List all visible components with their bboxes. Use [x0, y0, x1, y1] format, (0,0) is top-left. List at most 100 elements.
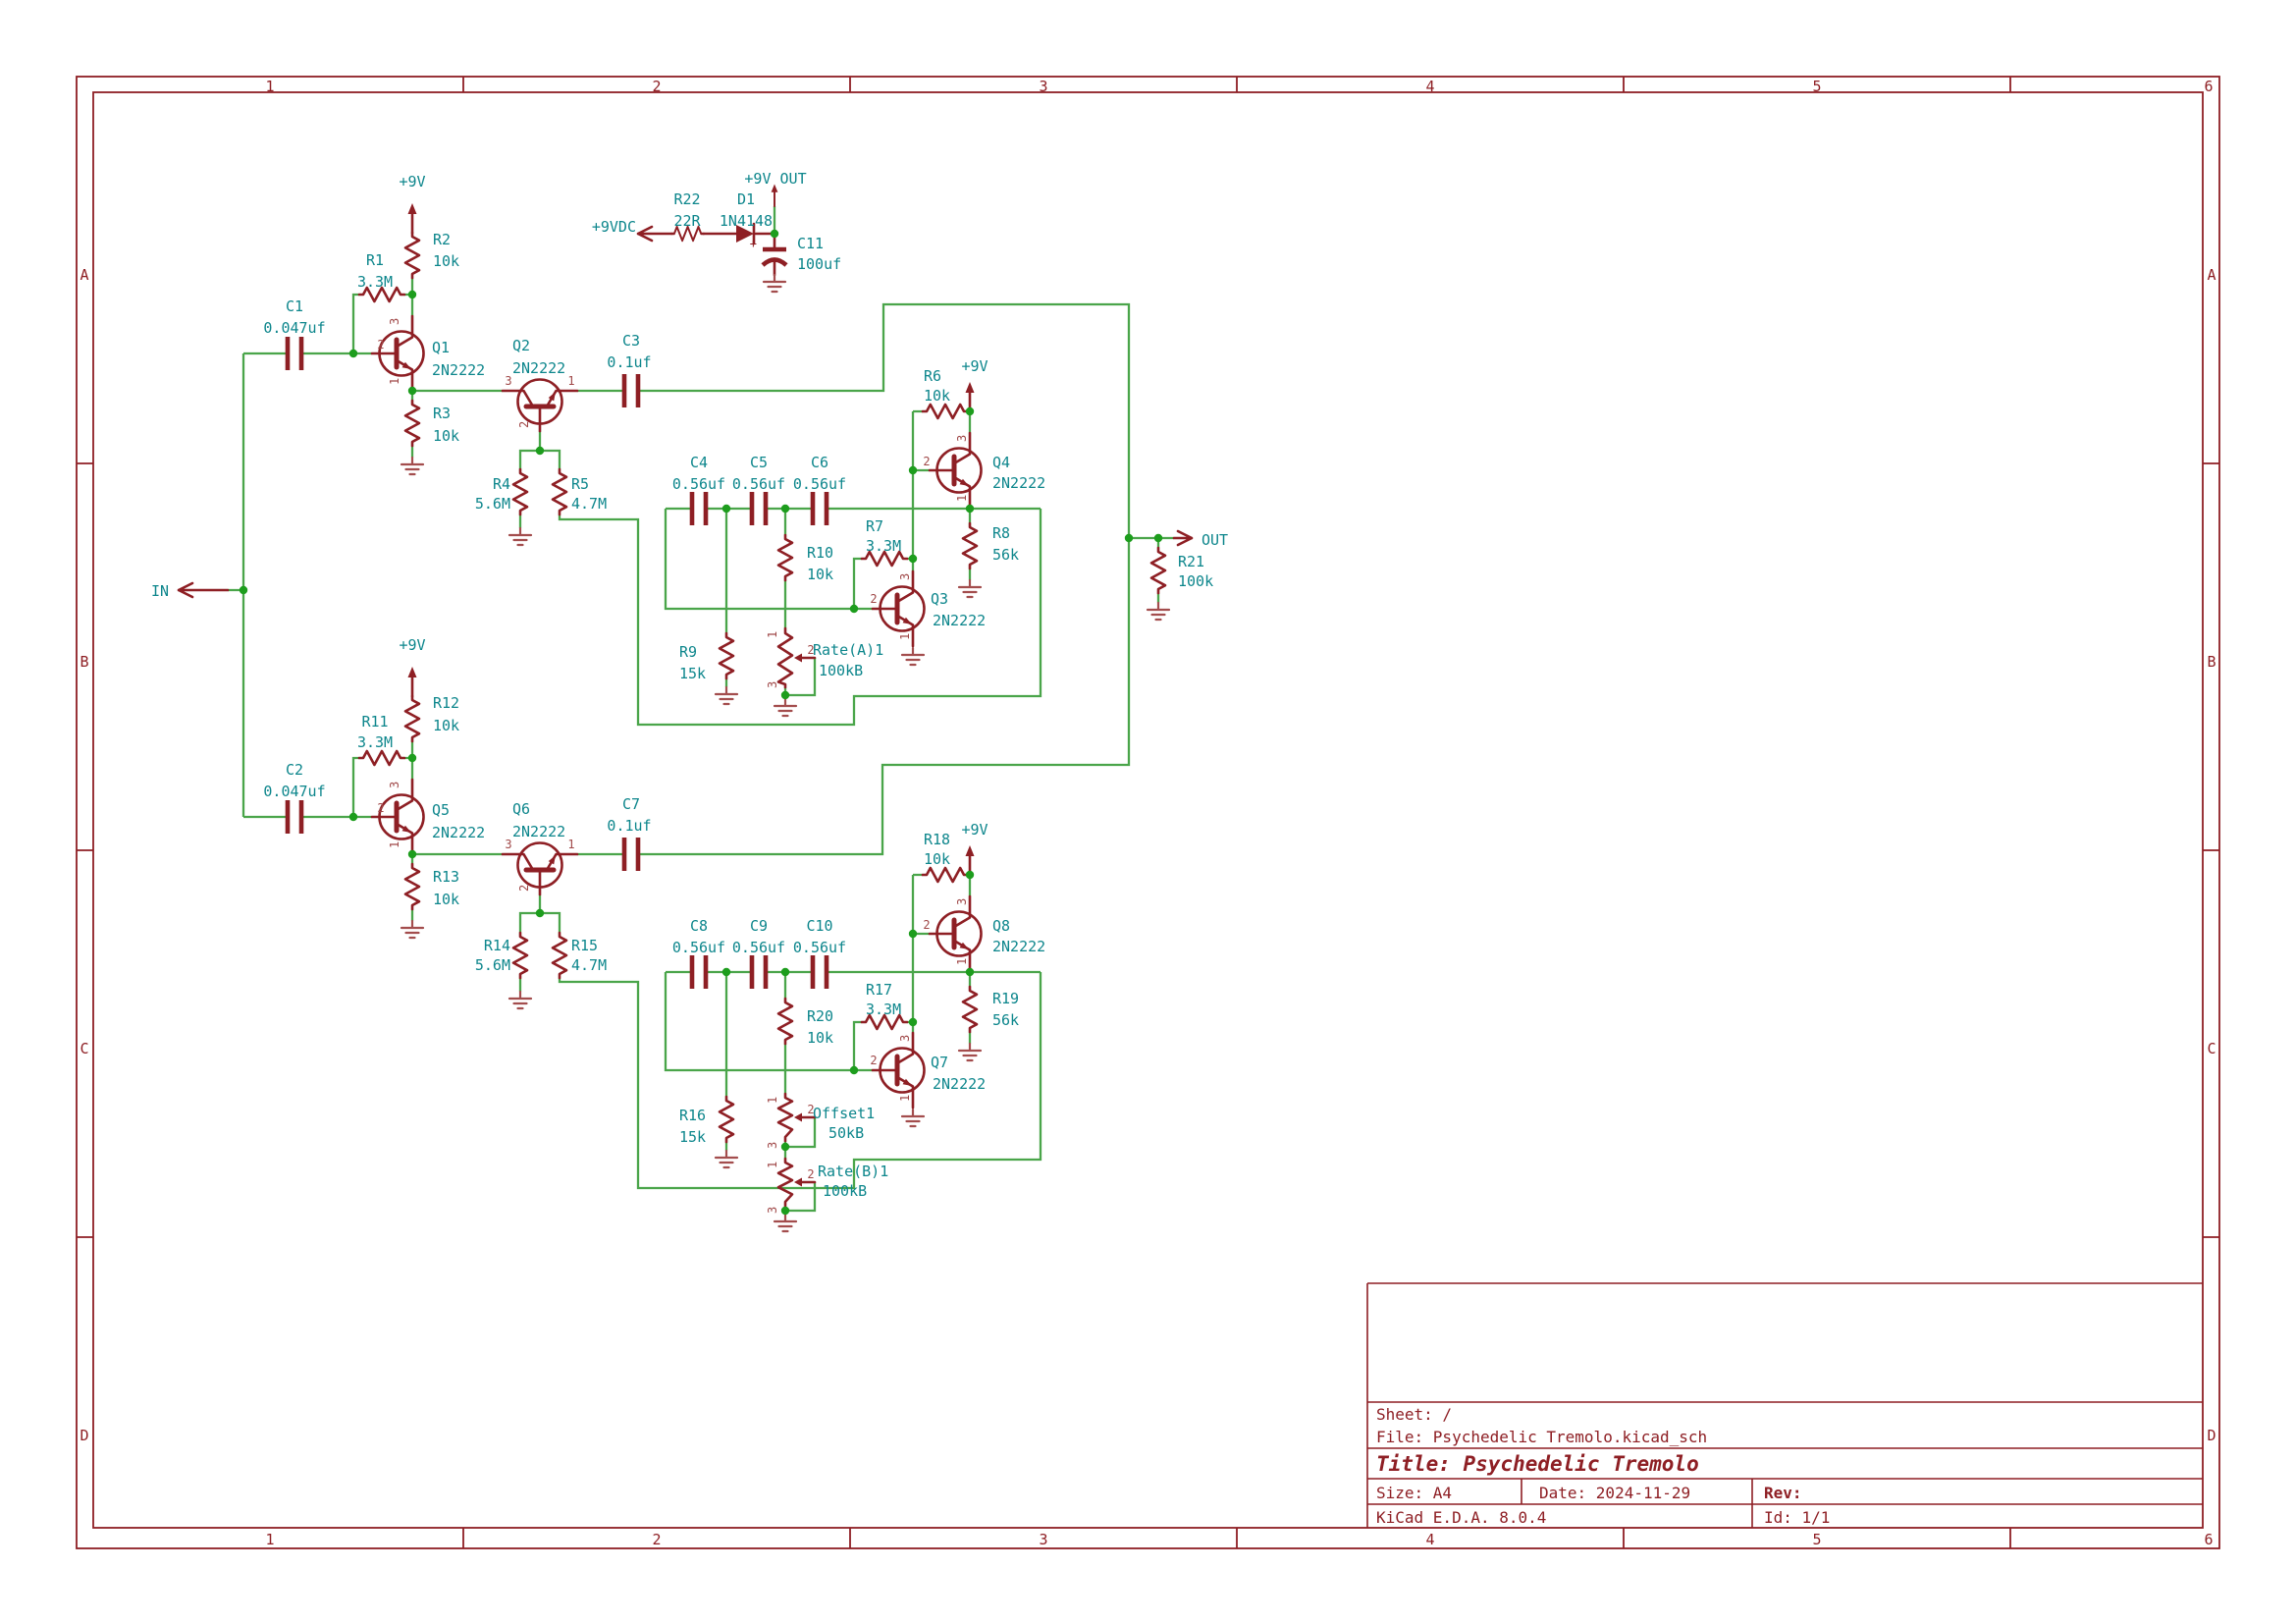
junction-dot[interactable]	[908, 465, 918, 475]
ref-R2[interactable]: R2	[433, 231, 451, 248]
value-R19[interactable]: 56k	[992, 1011, 1019, 1029]
ref-R20[interactable]: R20	[807, 1007, 833, 1025]
ground-symbol[interactable]	[957, 578, 983, 599]
capacitor-C5[interactable]: C5 0.56uf	[732, 454, 785, 525]
power-flag-9v[interactable]: +9V	[399, 636, 426, 698]
ref-RateA[interactable]: Rate(A)1	[813, 641, 883, 659]
ref-R1[interactable]: R1	[366, 251, 384, 269]
resistor-R10[interactable]: R10 10k	[776, 533, 833, 583]
resistor-R16[interactable]: R16 15k	[679, 1095, 735, 1146]
resistor-R9[interactable]: R9 15k	[679, 631, 735, 682]
ground-symbol[interactable]	[1146, 601, 1171, 622]
resistor-R11[interactable]: R11 3.3M	[357, 713, 406, 767]
resistor-R1[interactable]: R1 3.3M	[357, 251, 406, 303]
ref-Q5[interactable]: Q5	[432, 801, 450, 819]
value-Q8[interactable]: 2N2222	[992, 938, 1045, 955]
transistor-Q8[interactable]: 3 2 1 Q8 2N2222	[923, 896, 1045, 971]
resistor-R3[interactable]: R3 10k	[403, 399, 459, 448]
junction-dot[interactable]	[849, 1065, 859, 1075]
potentiometer-RateA[interactable]: 1 2 3 Rate(A)1 100kB	[766, 626, 883, 689]
ground-symbol[interactable]	[900, 646, 926, 667]
junction-dot[interactable]	[780, 1206, 790, 1216]
power-flag-9v[interactable]: +9V	[961, 357, 988, 413]
ref-R17[interactable]: R17	[866, 981, 892, 999]
resistor-R13[interactable]: R13 10k	[403, 862, 459, 911]
potentiometer-RateB[interactable]: 1 2 3 Rate(B)1 100kB	[766, 1157, 888, 1214]
value-R13[interactable]: 10k	[433, 891, 459, 908]
ref-C2[interactable]: C2	[286, 761, 303, 779]
junction-dot[interactable]	[407, 753, 417, 763]
ground-symbol[interactable]	[400, 919, 425, 940]
junction-dot[interactable]	[535, 908, 545, 918]
resistor-R21[interactable]: R21 100k	[1149, 546, 1213, 595]
value-R5[interactable]: 4.7M	[571, 495, 607, 513]
potentiometer-Offset1[interactable]: 1 2 3 Offset1 50kB	[766, 1092, 875, 1149]
junction-dot[interactable]	[407, 290, 417, 299]
capacitor-C7[interactable]: C7 0.1uf	[607, 795, 652, 871]
junction-dot[interactable]	[780, 967, 790, 977]
port-out[interactable]: OUT	[1172, 529, 1228, 549]
ref-Q8[interactable]: Q8	[992, 917, 1010, 935]
value-C3[interactable]: 0.1uf	[607, 353, 651, 371]
value-R16[interactable]: 15k	[679, 1128, 706, 1146]
value-R6[interactable]: 10k	[924, 387, 950, 405]
transistor-Q5[interactable]: 3 2 1 Q5 2N2222	[372, 780, 485, 854]
resistor-R12[interactable]: R12 10k	[403, 694, 459, 743]
ref-Q7[interactable]: Q7	[931, 1054, 948, 1071]
junction-dot[interactable]	[780, 690, 790, 700]
value-Q7[interactable]: 2N2222	[933, 1075, 986, 1093]
value-R12[interactable]: 10k	[433, 717, 459, 734]
ground-symbol[interactable]	[957, 1042, 983, 1062]
value-Q6[interactable]: 2N2222	[512, 823, 565, 840]
transistor-Q7[interactable]: 3 2 1 Q7 2N2222	[870, 1033, 986, 1108]
ref-R9[interactable]: R9	[679, 643, 697, 661]
ground-symbol[interactable]	[400, 456, 425, 476]
value-C5[interactable]: 0.56uf	[732, 475, 785, 493]
value-R9[interactable]: 15k	[679, 665, 706, 682]
ref-R15[interactable]: R15	[571, 937, 598, 954]
junction-dot[interactable]	[965, 406, 975, 416]
ref-R4[interactable]: R4	[493, 475, 510, 493]
value-D1[interactable]: 1N4148	[720, 212, 773, 230]
wires-channel-b[interactable]	[243, 741, 1042, 1213]
ref-R13[interactable]: R13	[433, 868, 459, 886]
ref-C5[interactable]: C5	[750, 454, 768, 471]
ref-C6[interactable]: C6	[811, 454, 828, 471]
junction-dot[interactable]	[849, 604, 859, 614]
capacitor-C11[interactable]: + C11 100uf	[750, 232, 841, 277]
resistor-R15[interactable]: R15 4.7M	[551, 931, 607, 980]
value-C9[interactable]: 0.56uf	[732, 939, 785, 956]
ref-C1[interactable]: C1	[286, 298, 303, 315]
net-label-9v-out[interactable]: +9V OUT	[744, 170, 806, 188]
junction-dot[interactable]	[965, 504, 975, 514]
value-R10[interactable]: 10k	[807, 566, 833, 583]
capacitor-C2[interactable]: C2 0.047uf	[263, 761, 326, 834]
ground-symbol[interactable]	[900, 1108, 926, 1128]
ground-symbol[interactable]	[507, 990, 533, 1010]
junction-dot[interactable]	[1153, 533, 1163, 543]
junction-dot[interactable]	[770, 229, 779, 239]
ref-R8[interactable]: R8	[992, 524, 1010, 542]
resistor-R6[interactable]: R6 10k	[921, 367, 970, 420]
resistor-R17[interactable]: R17 3.3M	[860, 981, 909, 1031]
junction-dot[interactable]	[407, 849, 417, 859]
ref-Q6[interactable]: Q6	[512, 800, 530, 818]
junction-dot[interactable]	[721, 967, 731, 977]
ref-C10[interactable]: C10	[806, 917, 832, 935]
ground-symbol[interactable]	[507, 526, 533, 547]
value-Q3[interactable]: 2N2222	[933, 612, 986, 629]
ref-R3[interactable]: R3	[433, 405, 451, 422]
ref-R10[interactable]: R10	[807, 544, 833, 562]
junction-dot[interactable]	[1124, 533, 1134, 543]
capacitor-C6[interactable]: C6 0.56uf	[793, 454, 846, 525]
ref-R19[interactable]: R19	[992, 990, 1019, 1007]
capacitor-C3[interactable]: C3 0.1uf	[607, 332, 652, 407]
net-label-9v[interactable]: +9V	[961, 357, 988, 375]
value-Offset1[interactable]: 50kB	[828, 1124, 864, 1142]
value-C11[interactable]: 100uf	[797, 255, 841, 273]
power-flag-9v-out[interactable]: +9V OUT	[744, 170, 807, 207]
ref-R18[interactable]: R18	[924, 831, 950, 848]
net-label-9v[interactable]: +9V	[961, 821, 988, 839]
resistor-R4[interactable]: R4 5.6M	[475, 467, 529, 516]
ref-Q1[interactable]: Q1	[432, 339, 450, 356]
